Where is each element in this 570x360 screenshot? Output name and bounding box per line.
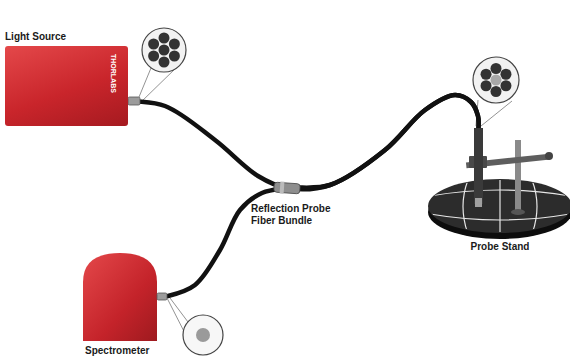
dome-node: Spectrometer [80, 250, 168, 357]
source-node: Light SourceTHORLABS [5, 30, 128, 126]
fiber-core [500, 69, 511, 80]
node-label: Probe Stand [425, 240, 570, 253]
fiber-end-callout [142, 28, 186, 72]
fiber-bundle [168, 95, 479, 296]
fiber-core [169, 39, 180, 50]
fiber-core [148, 51, 159, 62]
brand-mark: THORLABS [109, 54, 117, 93]
fiber-core [148, 39, 159, 50]
fiber-end-callout [183, 315, 223, 355]
breakout-junction [274, 181, 301, 195]
spectrometer-housing [80, 250, 168, 342]
probe-stand-illustration [425, 128, 570, 240]
fiber-core [491, 75, 502, 86]
fiber-core [491, 86, 502, 97]
fiber-core [491, 63, 502, 74]
fiber-core [481, 80, 492, 91]
fiber-end-callout [473, 57, 519, 103]
sma-connector [128, 97, 140, 105]
fiber-core [169, 51, 180, 62]
fiber-core [159, 57, 170, 68]
stand-node: Probe Stand [425, 128, 570, 253]
fiber-core [481, 69, 492, 80]
fiber-cores [148, 33, 511, 98]
fiber-core [500, 80, 511, 91]
fiber-core [159, 45, 170, 56]
fiber-core [159, 33, 170, 44]
part-label: Reflection Probe Fiber Bundle [250, 203, 342, 227]
node-label: Spectrometer [80, 344, 168, 357]
light-source-housing: THORLABS [5, 46, 128, 126]
node-label: Light Source [5, 30, 128, 43]
fiber-core [196, 328, 210, 342]
